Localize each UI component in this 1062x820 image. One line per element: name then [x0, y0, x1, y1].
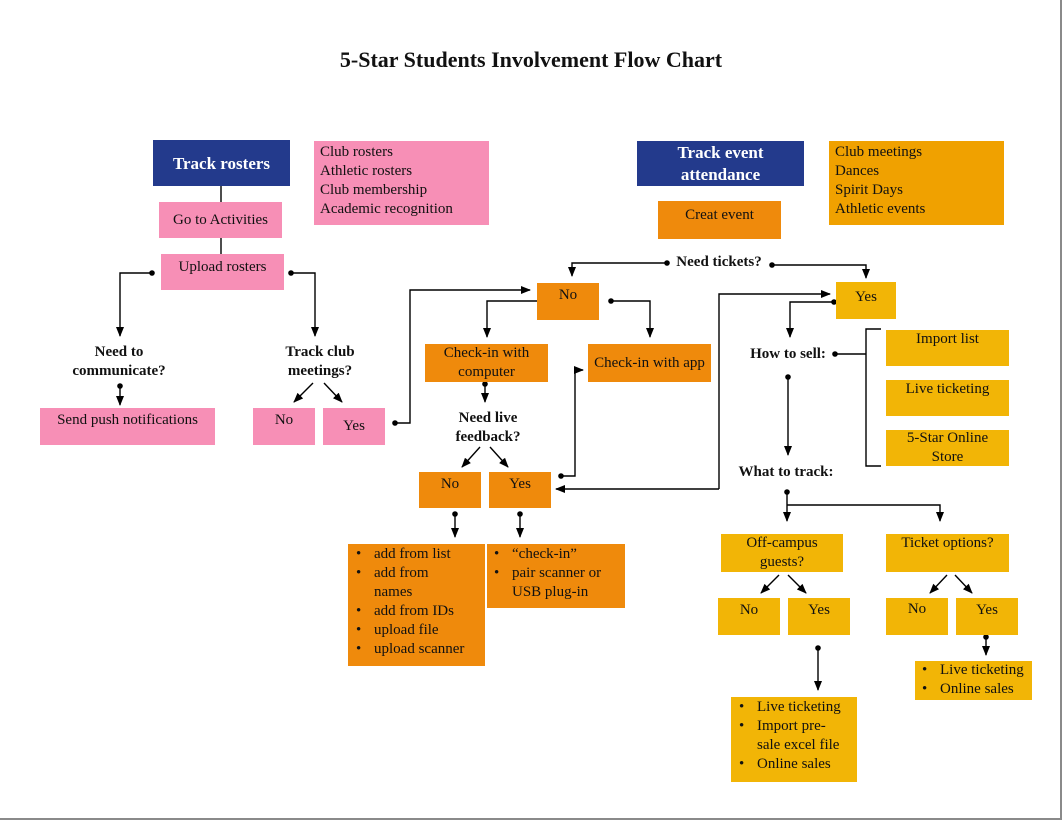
meetings-yes-box: Yes [323, 408, 385, 445]
checkin-computer-box: Check-in with computer [425, 344, 548, 382]
how-to-sell-question: How to sell: [750, 346, 826, 362]
roster-type-item: Club membership [320, 182, 428, 198]
feedback-no-box: No [419, 472, 481, 508]
roster-type-item: Club rosters [320, 144, 393, 160]
need-live-feedback-question: Need live feedback? [455, 410, 521, 445]
list-item: pair scanner or USB plug-in [490, 564, 622, 602]
feedback-yes-box: Yes [489, 472, 551, 508]
live-checkin-options-list: “check-in” pair scanner or USB plug-in [487, 544, 625, 608]
track-rosters-header: Track rosters [153, 140, 290, 186]
event-type-item: Spirit Days [835, 182, 903, 198]
event-type-item: Club meetings [835, 144, 923, 160]
online-store-box: 5-Star Online Store [886, 430, 1009, 466]
event-type-item: Athletic events [835, 201, 926, 217]
offcampus-yes-box: Yes [788, 598, 850, 635]
roster-types-list: Club rosters Athletic rosters Club membe… [314, 141, 489, 225]
list-item: “check-in” [490, 545, 622, 564]
offcampus-ticket-list: Live ticketing Import pre-sale excel fil… [731, 697, 857, 782]
list-item: add from list [352, 545, 481, 564]
tickets-no-box: No [537, 283, 599, 320]
roster-type-item: Athletic rosters [320, 163, 413, 179]
meetings-no-box: No [253, 408, 315, 445]
push-notifications-box: Send push notifications [40, 408, 215, 445]
event-types-list: Club meetings Dances Spirit Days Athleti… [829, 141, 1004, 225]
tickets-yes-box: Yes [836, 282, 896, 319]
go-to-activities-box: Go to Activities [159, 202, 282, 238]
list-item: upload file [352, 621, 481, 640]
list-item: Online sales [735, 755, 853, 774]
event-type-item: Dances [835, 163, 880, 179]
need-communicate-question: Need to communicate? [72, 344, 166, 379]
offcampus-no-box: No [718, 598, 780, 635]
manual-checkin-options-list: add from list add from names add from ID… [348, 544, 485, 666]
roster-type-item: Academic recognition [320, 201, 453, 217]
list-item: Live ticketing [918, 661, 1029, 680]
create-event-box: Creat event [658, 201, 781, 239]
ticket-options-no-box: No [886, 598, 948, 635]
checkin-app-box: Check-in with app [588, 344, 711, 382]
upload-rosters-box: Upload rosters [161, 254, 284, 290]
list-item: Import pre-sale excel file [735, 717, 843, 755]
track-event-header: Track event attendance [637, 141, 804, 186]
list-item: add from IDs [352, 602, 481, 621]
list-item: add from names [352, 564, 450, 602]
list-item: upload scanner [352, 640, 481, 659]
track-meetings-question: Track club meetings? [285, 344, 355, 379]
ticket-option-list: Live ticketing Online sales [915, 661, 1032, 700]
what-to-track-question: What to track: [738, 464, 834, 480]
import-list-box: Import list [886, 330, 1009, 366]
ticket-options-yes-box: Yes [956, 598, 1018, 635]
ticket-options-box: Ticket options? [886, 534, 1009, 572]
need-tickets-question: Need tickets? [676, 254, 762, 270]
list-item: Online sales [918, 680, 1029, 699]
offcampus-guests-box: Off-campus guests? [721, 534, 843, 572]
list-item: Live ticketing [735, 698, 853, 717]
live-ticketing-box: Live ticketing [886, 380, 1009, 416]
page-title: 5-Star Students Involvement Flow Chart [339, 47, 723, 72]
